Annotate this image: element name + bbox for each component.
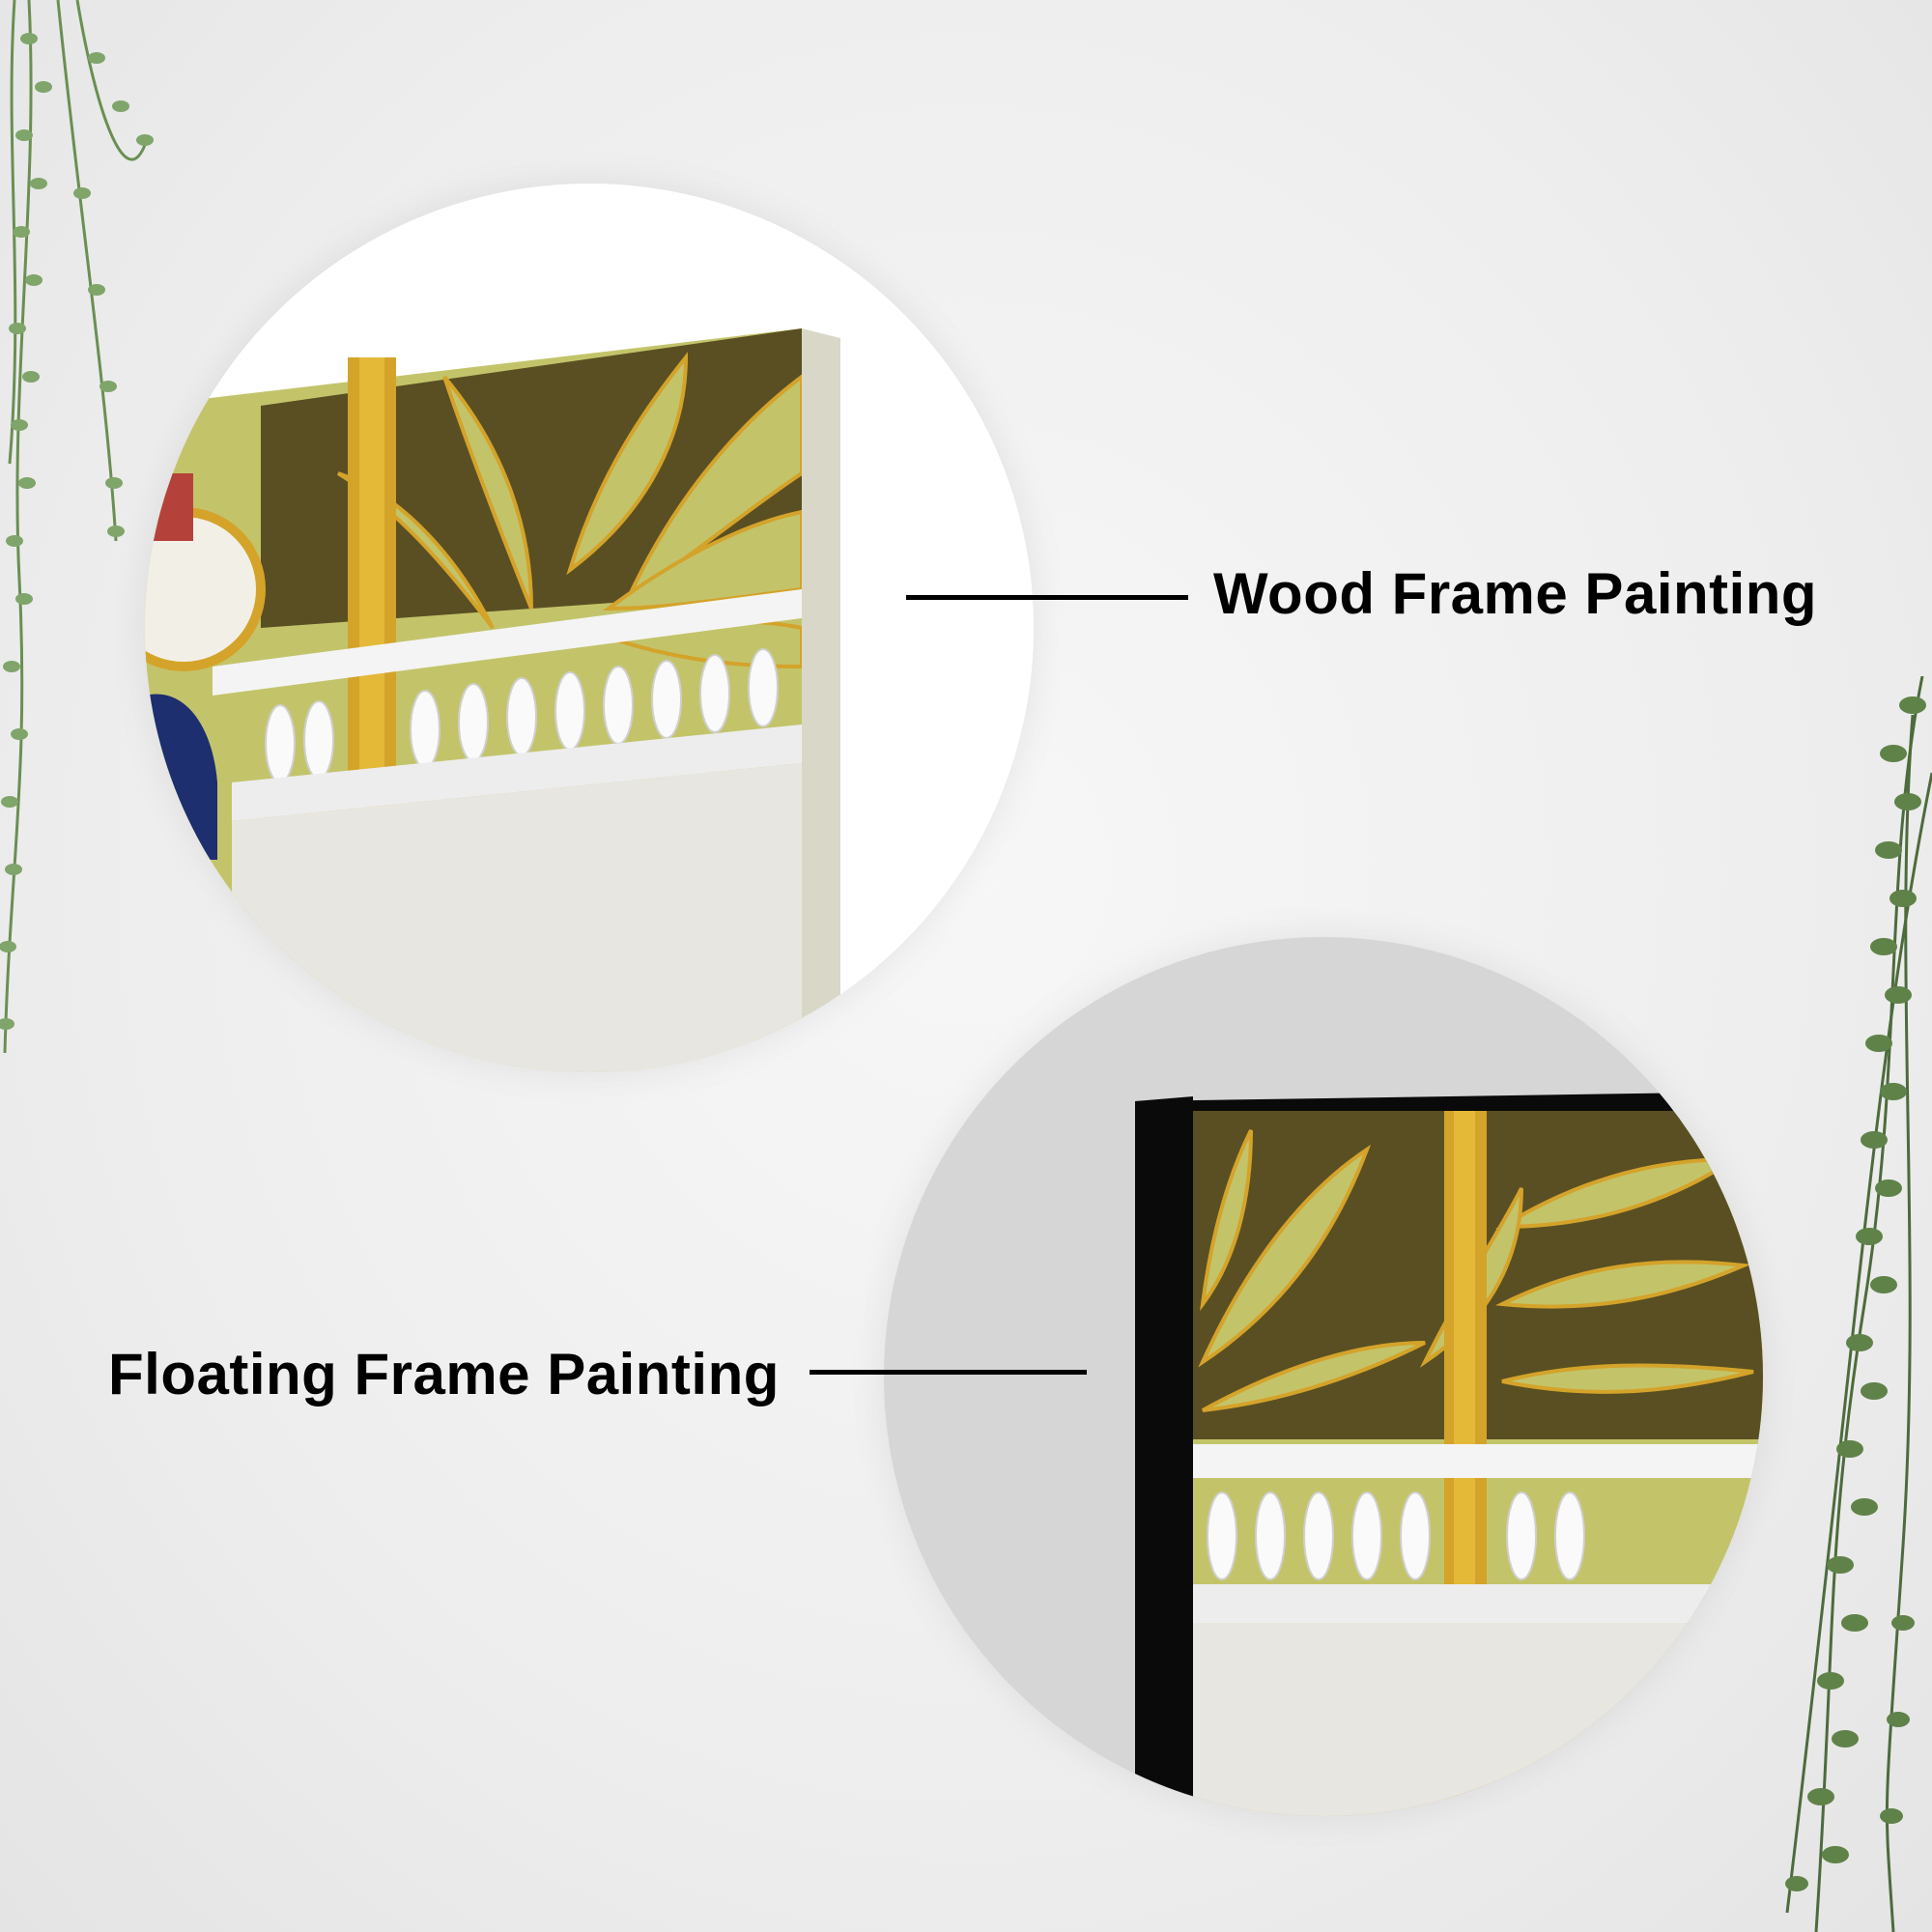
floating-frame-closeup	[884, 937, 1763, 1816]
wood-frame-label: Wood Frame Painting	[1213, 561, 1818, 626]
floating-frame-painting-image	[1135, 1092, 1763, 1816]
hanging-plant-right	[1785, 676, 1932, 1932]
floating-frame-label: Floating Frame Painting	[108, 1342, 780, 1406]
wood-frame-closeup	[145, 184, 1034, 1072]
wood-frame-painting-image	[145, 328, 840, 1072]
floating-frame-connector-line	[810, 1370, 1087, 1375]
wood-frame-connector-line	[906, 595, 1188, 600]
